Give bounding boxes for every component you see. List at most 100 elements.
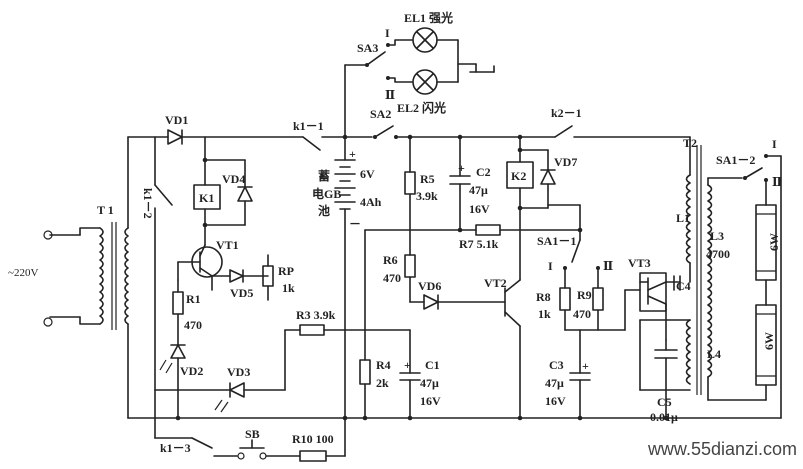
r3-label: R3 3.9k [296,308,336,322]
el2-label: EL2 闪光 [397,100,446,115]
k1-3-contact [191,437,213,449]
k2-1-contact [554,125,573,138]
vd1-diode [167,129,183,145]
sa1-2-lamps: SA1－2 I Ⅱ 6W 6W [707,137,782,419]
transformer-t2: T2 L1 L3 4700 L4 [676,136,730,395]
battery-char-1: 蓄 [318,168,330,183]
vd6-label: VD6 [418,279,441,293]
r9-label: R9 [577,288,592,302]
battery-char-3: 池 [318,203,330,218]
sa1-1-switch [571,239,581,263]
sa3-lamps: SA3 I Ⅱ EL1 强光 EL2 闪光 [344,10,495,138]
r5-label: R5 [420,172,435,186]
vd7-diode [540,169,556,185]
r9-resistor [592,287,604,311]
c1-voltage: 16V [420,394,441,408]
sa3-label: SA3 [357,41,378,55]
t2-label: T2 [683,136,697,150]
r8-r9-c3: R8 1k R9 470 + C3 47μ 16V [536,267,626,419]
ac-terminal-top [43,230,53,240]
k2-label: K2 [511,169,526,183]
c3-plus: + [582,359,589,373]
k1-2-contact [154,184,173,206]
vd7-label: VD7 [554,155,577,169]
battery-gb: + － 蓄 电GB 池 6V 4Ah [312,134,382,419]
sa1-1-label: SA1－1 [537,234,576,248]
k1-relay-coil [193,184,221,210]
rp-label: RP [278,264,294,278]
r7-resistor [475,224,501,236]
vd1-label: VD1 [165,113,188,127]
r8-value: 1k [538,307,551,321]
r10-resistor [299,450,327,462]
c1-plus: + [404,358,411,372]
k1-label: K1 [199,191,214,205]
sb-label: SB [245,427,260,441]
c1-label: C1 [425,358,440,372]
lamp-1-label: 6W [767,233,781,251]
vt3-oscillator: VT3 C4 C5 0.01μ [624,256,691,424]
r9-value: 470 [573,307,591,321]
vd3-led [229,382,245,398]
l3-label: L3 [710,229,724,243]
k1-3-label: k1－3 [160,441,191,455]
r6-resistor [404,254,416,278]
sa1-2-pos-2: Ⅱ [772,175,782,189]
ac-terminal-bottom [43,317,53,327]
sa1-1-pos-1: I [548,259,553,273]
sa2-label: SA2 [370,107,391,121]
l1-label: L1 [676,211,690,225]
l4-label: L4 [707,347,721,361]
r1-resistor [172,291,184,315]
k1-1-label: k1－1 [293,119,324,133]
r1-vd2-vd3: R1 470 VD2 VD3 R3 3.9k [154,279,411,419]
sa1-2-label: SA1－2 [716,153,755,167]
battery-minus: － [349,217,361,231]
watermark: www.55dianzi.com [647,439,797,459]
c3-value: 47μ [545,376,564,390]
r4-resistor [359,359,371,385]
c5-label: C5 [657,395,672,409]
r8-resistor [559,287,571,311]
r5-resistor [404,171,416,195]
el1-label: EL1 强光 [404,10,453,25]
c1-value: 47μ [420,376,439,390]
r10-label: R10 100 [292,432,334,446]
sa3-pos-1: I [385,26,390,40]
vt1-section: VT1 VD5 RP 1k [177,238,295,301]
sa1-2-pos-1: I [772,137,777,151]
r6-label: R6 [383,253,398,267]
r5-c2-k2: R5 3.9k + C2 47μ 16V K2 VD7 [404,134,577,281]
r7-sa1-1: R7 5.1k SA1－1 I Ⅱ [364,204,613,361]
vd2-led [170,344,186,359]
r4-label: R4 [376,358,391,372]
battery-voltage: 6V [360,167,375,181]
battery-char-2: 电GB [312,186,341,201]
t1-label: T 1 [97,203,114,217]
r5-value: 3.9k [416,189,438,203]
vt2-label: VT2 [484,276,507,290]
sa2-switch [374,125,394,138]
vd3-label: VD3 [227,365,250,379]
r3-resistor [299,324,325,336]
c2-voltage: 16V [469,202,490,216]
sa3-pos-2: Ⅱ [385,88,395,102]
battery-capacity: 4Ah [360,195,382,209]
r4-value: 2k [376,376,389,390]
l3-value: 4700 [706,247,730,261]
r1-value: 470 [184,318,202,332]
vd6-diode [423,294,439,310]
r6-value: 470 [383,271,401,285]
vd2-label: VD2 [180,364,203,378]
sa3-switch [366,51,386,66]
vd4-label: VD4 [222,172,245,186]
r8-label: R8 [536,290,551,304]
k1-1-contact [302,136,321,151]
r1-label: R1 [186,292,201,306]
c4-label: C4 [676,279,691,293]
vt3-label: VT3 [628,256,651,270]
c2-plus: + [458,161,465,175]
k2-1-label: k2－1 [551,106,582,120]
